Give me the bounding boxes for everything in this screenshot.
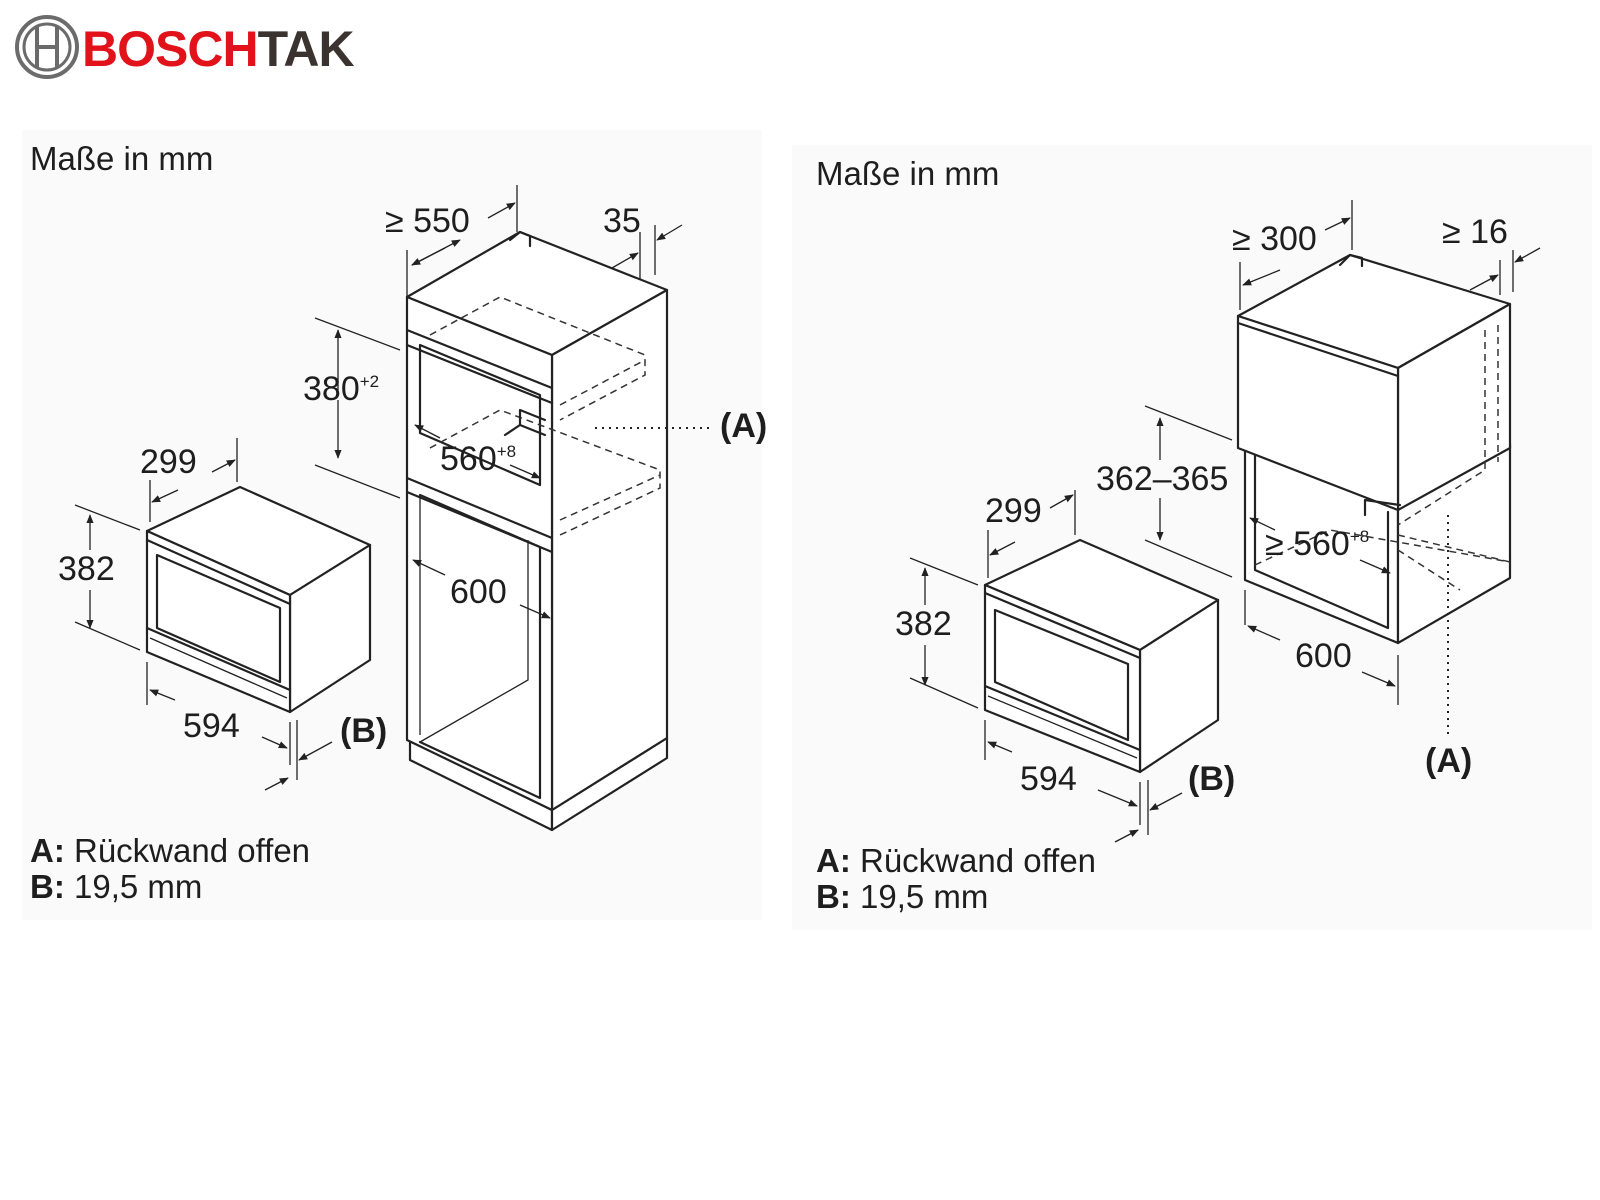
dim-niche-gap: 35 — [603, 202, 641, 240]
legend-item-b: B: 19,5 mm — [816, 878, 988, 915]
legend-item-a: A: Rückwand offen — [30, 832, 310, 869]
bosch-armature-icon — [15, 15, 79, 79]
dim-niche-depth: ≥ 550 — [385, 202, 470, 240]
label-a: (A) — [1425, 742, 1472, 780]
dim-niche-width-tolerance: +8 — [497, 442, 516, 461]
panel-title: Maße in mm — [30, 140, 213, 177]
dim-niche-depth: ≥ 300 — [1232, 220, 1317, 258]
dim-niche-height: 380+2 — [303, 370, 379, 408]
dim-cabinet-width: 600 — [1295, 637, 1352, 675]
legend-item-b: B: 19,5 mm — [30, 868, 202, 905]
label-b: (B) — [340, 712, 387, 750]
dim-niche-height-tolerance: +2 — [360, 372, 379, 391]
panel-left: Maße in mm — [30, 140, 767, 905]
label-b: (B) — [1188, 760, 1235, 798]
dim-appliance-height: 382 — [895, 605, 952, 643]
dim-niche-height: 362–365 — [1096, 460, 1228, 498]
legend: A: Rückwand offen B: 19,5 mm — [30, 832, 310, 905]
dimension-lines-right — [909, 200, 1541, 843]
logo-wordmark: BOSCHTAK — [82, 21, 355, 77]
dim-niche-width: 560+8 — [440, 440, 516, 478]
label-a: (A) — [720, 407, 767, 445]
dim-appliance-depth: 299 — [985, 492, 1042, 530]
panel-title: Maße in mm — [816, 155, 999, 192]
logo-text-red: BOSCH — [82, 21, 258, 77]
panel-right: Maße in mm — [816, 155, 1541, 915]
microwave-appliance — [145, 485, 372, 714]
dim-niche-gap: ≥ 16 — [1442, 213, 1508, 251]
dim-appliance-depth: 299 — [140, 443, 197, 481]
dim-appliance-width: 594 — [1020, 760, 1077, 798]
wall-cabinet — [1236, 253, 1512, 645]
dim-appliance-width: 594 — [183, 707, 240, 745]
microwave-appliance — [983, 538, 1220, 774]
dim-niche-width-tolerance: +8 — [1350, 527, 1369, 546]
dim-appliance-height: 382 — [58, 550, 115, 588]
tall-cabinet — [405, 230, 669, 832]
dim-niche-width: ≥ 560+8 — [1265, 525, 1369, 563]
dimension-lines-left — [74, 185, 710, 791]
logo-text-dark: TAK — [258, 21, 355, 77]
legend: A: Rückwand offen B: 19,5 mm — [816, 842, 1096, 915]
boschtak-logo: BOSCHTAK — [15, 15, 356, 79]
legend-item-a: A: Rückwand offen — [816, 842, 1096, 879]
dim-cabinet-width: 600 — [450, 573, 507, 611]
